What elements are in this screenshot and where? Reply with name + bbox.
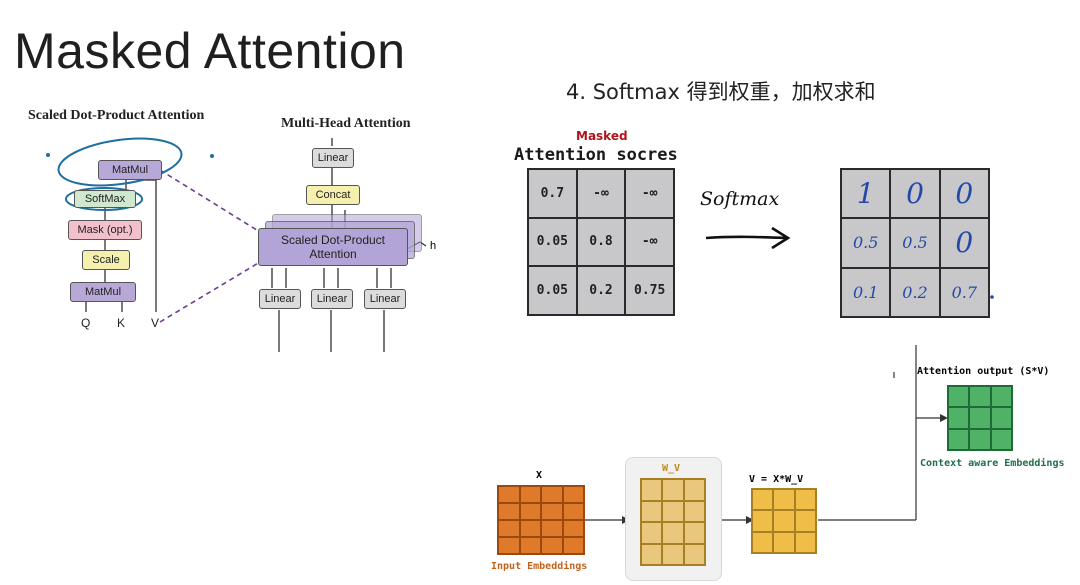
weight-cell: 1 <box>842 170 890 218</box>
x-label: X <box>536 470 543 481</box>
sdpa-scale: Scale <box>82 250 130 270</box>
mha-linear-3: Linear <box>364 289 406 309</box>
sdpa-matmul-top: MatMul <box>98 160 162 180</box>
context-embeddings-caption: Context aware Embeddings <box>920 458 1065 469</box>
mha-title: Multi-Head Attention <box>281 116 411 131</box>
mha-sdpa-block: Scaled Dot-Product Attention <box>258 228 408 266</box>
input-embeddings-matrix <box>497 485 585 555</box>
score-cell: 0.7 <box>529 170 576 217</box>
score-cell: 0.05 <box>529 218 576 266</box>
step-heading: 4. Softmax 得到权重，加权求和 <box>566 80 876 104</box>
softmax-handwritten-label: Softmax <box>700 188 780 210</box>
mha-sdpa-line2: Attention <box>309 247 357 261</box>
mha-concat: Concat <box>306 185 360 205</box>
score-cell: 0.8 <box>577 218 625 266</box>
attention-output-matrix <box>947 385 1013 451</box>
mha-linear-1: Linear <box>259 289 301 309</box>
weight-cell: 0.2 <box>891 268 939 316</box>
input-embeddings-caption: Input Embeddings <box>491 561 588 572</box>
sdpa-title: Scaled Dot-Product Attention <box>28 108 205 123</box>
attention-scores-title: Attention socres <box>514 145 678 165</box>
weight-cell: 0 <box>940 219 988 267</box>
weight-cell: 0 <box>891 170 939 218</box>
mha-h-label: h <box>430 240 437 252</box>
mha-sdpa-line1: Scaled Dot-Product <box>280 233 386 247</box>
masked-label: Masked <box>576 129 628 143</box>
weight-cell: 0 <box>940 170 988 218</box>
v-label: V = X*W_V <box>749 474 804 485</box>
input-k: K <box>117 316 126 330</box>
weight-cell: 0.7 <box>940 268 988 316</box>
score-cell: -∞ <box>577 170 625 217</box>
score-cell: -∞ <box>626 218 673 266</box>
weight-cell: 0.5 <box>891 219 939 267</box>
sdpa-matmul-bottom: MatMul <box>70 282 136 302</box>
input-q: Q <box>81 316 91 330</box>
input-v: V <box>151 316 160 330</box>
attention-output-label: Attention output (S*V) <box>917 366 1050 377</box>
wv-label: W_V <box>662 463 681 474</box>
v-matrix <box>751 488 817 554</box>
mha-linear-2: Linear <box>311 289 353 309</box>
weight-cell: 0.1 <box>842 268 890 316</box>
slide-title: Masked Attention <box>14 23 406 79</box>
sdpa-mask: Mask (opt.) <box>68 220 142 240</box>
score-cell: 0.05 <box>529 267 576 314</box>
wv-matrix <box>640 478 706 566</box>
score-cell: 0.75 <box>626 267 673 314</box>
weight-cell: 0.5 <box>842 219 890 267</box>
score-cell: 0.2 <box>577 267 625 314</box>
sdpa-softmax: SoftMax <box>74 190 136 208</box>
score-cell: -∞ <box>626 170 673 217</box>
mha-linear-top: Linear <box>312 148 354 168</box>
